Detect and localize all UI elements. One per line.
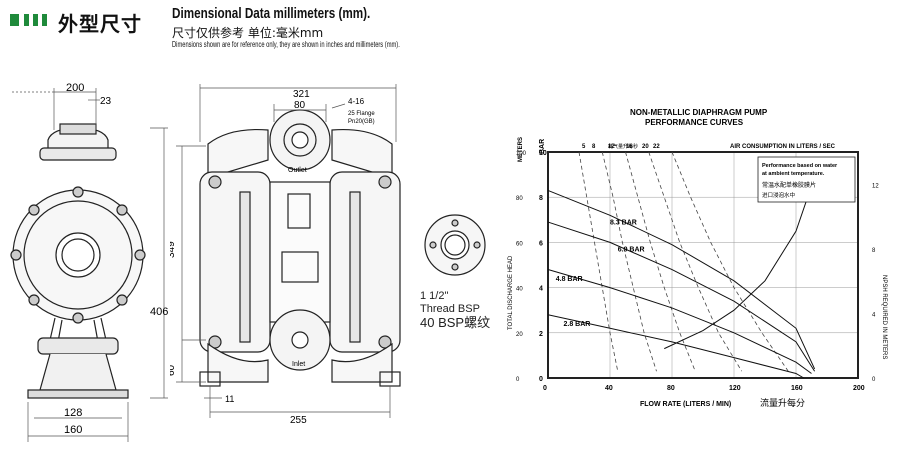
air-curves xyxy=(578,151,789,372)
air-consumption-curve xyxy=(671,151,789,372)
y-ticks-m: 0 20 40 60 80 100 xyxy=(516,151,527,383)
air-tick-label: 16 xyxy=(626,144,633,150)
y-tick-m-label: 20 xyxy=(516,332,523,338)
series-line xyxy=(547,221,816,372)
y-tick-m-label: 100 xyxy=(516,151,527,157)
y-tick-bar-label: 10 xyxy=(539,150,547,157)
header-mark-3 xyxy=(33,14,38,26)
series-label: 2.8 BAR xyxy=(564,321,591,328)
plot-frame xyxy=(547,151,859,379)
x-tick-label: 200 xyxy=(853,385,865,392)
dim-base-outer: 160 xyxy=(64,424,82,436)
series-label: 8.3 BAR xyxy=(610,219,637,226)
header-mark-4 xyxy=(42,14,47,26)
page-title-en: Dimensional Data millimeters (mm). xyxy=(172,5,371,22)
series-line xyxy=(547,189,816,370)
series-line xyxy=(547,314,805,379)
series-line xyxy=(547,269,812,374)
y-tick-npsh-label: 4 xyxy=(872,312,876,318)
side-view-dim-labels: 200 23 406 128 160 xyxy=(64,82,168,436)
y-ticks-npsh: 0 4 8 12 xyxy=(872,183,879,383)
y-tick-npsh-label: 12 xyxy=(872,183,879,189)
air-consumption-curve xyxy=(625,151,696,372)
series-label: 6.9 BAR xyxy=(618,246,645,253)
y-tick-bar-label: 6 xyxy=(539,240,543,247)
y-ticks-bar: 0 2 4 6 8 10 xyxy=(539,150,547,383)
flange-detail xyxy=(424,214,486,276)
dim-top-width: 200 xyxy=(66,82,84,94)
air-label: AIR CONSUMPTION IN LITERS / SEC xyxy=(730,144,836,150)
dim-height: 406 xyxy=(150,306,168,318)
air-tick-label: 20 xyxy=(642,144,649,150)
y-tick-m-label: 0 xyxy=(516,377,520,383)
air-consumption-curve xyxy=(578,151,619,372)
flange-note: 4-16 xyxy=(348,97,365,106)
dim-front-height: 349 xyxy=(170,241,177,258)
air-consumption-curve xyxy=(601,151,657,372)
y-tick-npsh-label: 8 xyxy=(872,248,876,254)
x-axis-label: FLOW RATE (LITERS / MIN) xyxy=(640,401,731,408)
inlet-label: Inlet xyxy=(292,361,305,368)
air-tick-label: 12 xyxy=(608,144,615,150)
series-lines xyxy=(547,163,820,379)
y-unit-meters: METERS xyxy=(518,137,524,162)
dim-outlet-flange: 80 xyxy=(294,100,306,111)
x-ticks: 0 40 80 120 160 200 xyxy=(543,385,865,392)
air-label-cn: 耗气量升每秒 xyxy=(608,143,638,150)
note-en-1: Performance based on water xyxy=(762,163,838,169)
y-tick-bar-label: 8 xyxy=(539,195,543,202)
dim-base-width: 255 xyxy=(290,415,307,426)
header-mark-2 xyxy=(24,14,29,26)
air-consumption-curve xyxy=(648,151,743,372)
x-tick-label: 120 xyxy=(729,385,741,392)
chart-title: NON-METALLIC DIAPHRAGM PUMP xyxy=(630,108,768,117)
y-tick-bar-label: 4 xyxy=(539,286,543,293)
reference-note: Dimensions shown are for reference only,… xyxy=(172,40,400,49)
dim-top-offset: 23 xyxy=(100,96,112,107)
page-subtitle-cn: 尺寸仅供参考 单位:毫米mm xyxy=(172,26,324,40)
x-tick-label: 80 xyxy=(667,385,675,392)
page-title-cn: 外型尺寸 xyxy=(58,12,142,36)
thread-size: 1 1/2" xyxy=(420,290,449,302)
dim-base-offset: 11 xyxy=(225,394,234,404)
flange-sub2: Pn20(GB) xyxy=(348,119,375,125)
air-tick-label: 8 xyxy=(592,144,596,150)
side-view-drawing xyxy=(10,88,168,442)
air-tick-label: 5 xyxy=(582,144,586,150)
note-box xyxy=(757,156,856,203)
dim-base-inner: 128 xyxy=(64,407,82,419)
y-axis-label-right: NPSH REQUIRED IN METERS xyxy=(881,275,887,359)
series-line xyxy=(664,163,820,350)
outlet-label: Outlet xyxy=(288,167,307,174)
thread-spec: 1 1/2" Thread BSP 40 BSP螺纹 xyxy=(420,290,490,329)
dim-bottom-height: 60 xyxy=(170,364,177,376)
note-en-2: at ambient temperature. xyxy=(762,171,825,177)
y-axis-label: TOTAL DISCHARGE HEAD xyxy=(508,255,514,330)
thread-type-cn: 40 BSP螺纹 xyxy=(420,315,491,330)
note-cn-1: 常温水配单橡胶膜片 xyxy=(762,181,816,189)
air-tick-label: 22 xyxy=(653,144,660,150)
y-tick-npsh-label: 0 xyxy=(872,377,876,383)
note-cn-2: 进口浸泡水中 xyxy=(762,191,795,199)
dim-front-width: 321 xyxy=(293,89,310,100)
thread-type: Thread BSP xyxy=(420,303,480,315)
chart-subtitle: PERFORMANCE CURVES xyxy=(645,118,744,127)
y-tick-m-label: 40 xyxy=(516,287,523,293)
y-tick-m-label: 60 xyxy=(516,241,523,247)
x-tick-label: 40 xyxy=(605,385,613,392)
x-axis-label-cn: 流量升每分 xyxy=(760,397,805,408)
y-unit-bar: BAR xyxy=(539,139,546,154)
performance-chart: NON-METALLIC DIAPHRAGM PUMP PERFORMANCE … xyxy=(508,108,887,408)
y-tick-bar-label: 0 xyxy=(539,376,543,383)
header-mark-1 xyxy=(10,14,19,26)
x-tick-label: 160 xyxy=(791,385,803,392)
y-tick-bar-label: 2 xyxy=(539,331,543,338)
series-label: 4.8 BAR xyxy=(556,276,583,283)
front-view-drawing: 321 80 349 60 255 11 4-16 25 Flange Pn20… xyxy=(170,84,401,426)
x-tick-label: 0 xyxy=(543,385,547,392)
y-tick-m-label: 80 xyxy=(516,196,523,202)
flange-sub: 25 Flange xyxy=(348,111,375,117)
